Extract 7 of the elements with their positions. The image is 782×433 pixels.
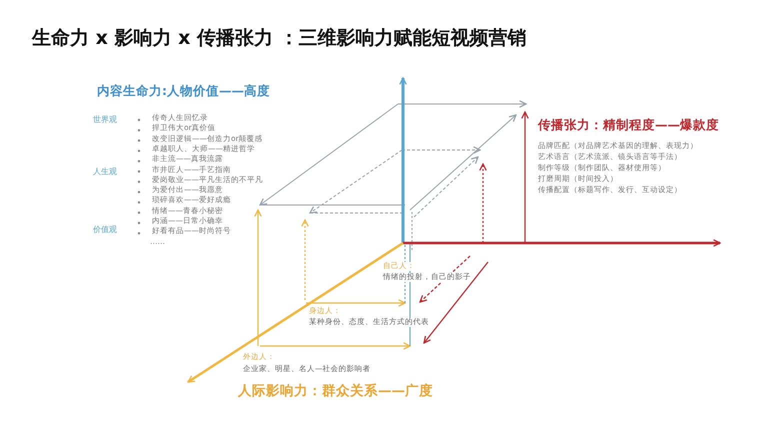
axis-heading: 传播张力：精制程度——爆款度 xyxy=(538,118,719,132)
axis-heading: 内容生命力:人物价值——高度 xyxy=(97,84,270,98)
group-label: 世界观 xyxy=(93,115,117,124)
title: 生命力 x 影响力 x 传播张力 ：三维影响力赋能短视频营销 xyxy=(32,28,527,50)
axis-heading: 人际影响力：群众关系——广度 xyxy=(238,384,433,400)
group-label: 价值观 xyxy=(93,225,117,234)
group-label: 人生观 xyxy=(93,167,117,176)
